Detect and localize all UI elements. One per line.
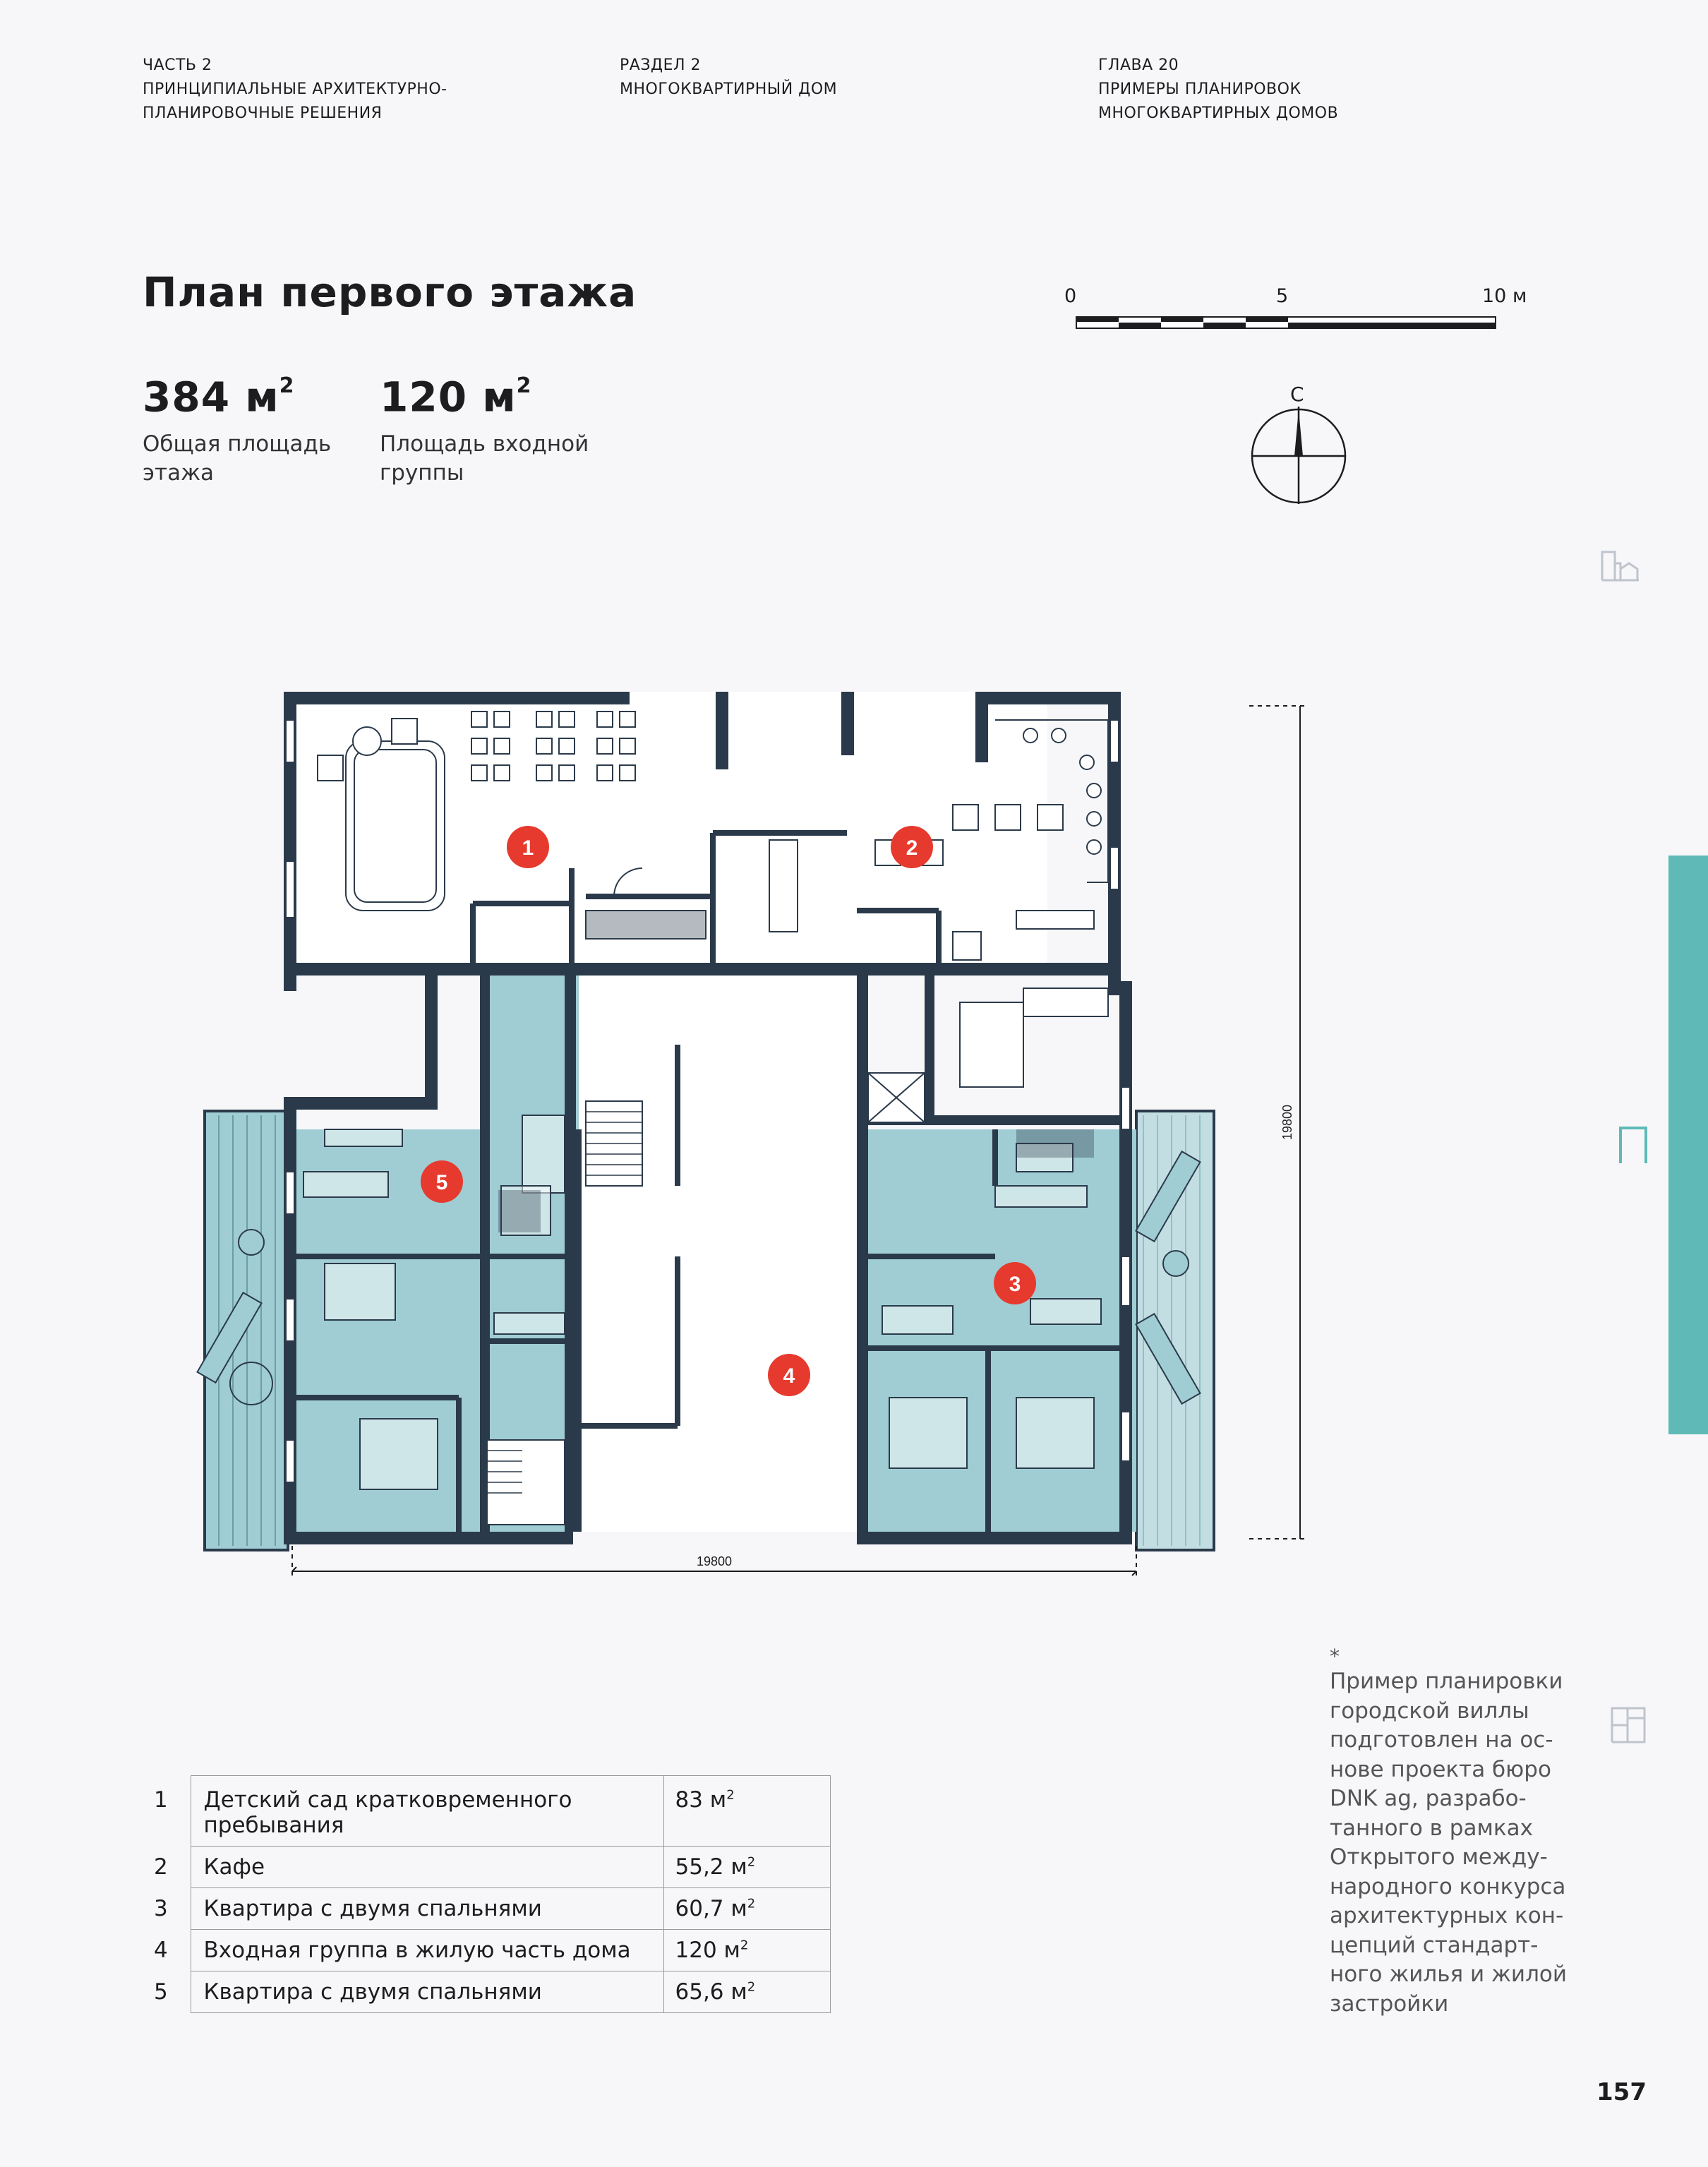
walls xyxy=(284,692,1132,1544)
building-icon xyxy=(1601,551,1639,582)
footnote-line: DNK ag, разрабо- xyxy=(1330,1786,1527,1811)
dimension-height: 19800 xyxy=(1280,1105,1294,1140)
part-title-line-2: ПЛАНИРОВОЧНЫЕ РЕШЕНИЯ xyxy=(143,104,383,122)
legend-row: 2 Кафе 55,2 м2 xyxy=(143,1846,831,1888)
section-title: МНОГОКВАРТИРНЫЙ ДОМ xyxy=(620,80,838,98)
legend-name: Квартира с двумя спальнями xyxy=(190,1971,664,2013)
footnote-line: подготовлен на ос- xyxy=(1330,1727,1553,1753)
legend-row: 4 Входная группа в жилую часть дома 120 … xyxy=(143,1929,831,1971)
apartment-5-area xyxy=(287,974,579,1532)
cafe-furniture xyxy=(874,719,1109,1088)
room-marker-4: 4 xyxy=(768,1354,810,1396)
interior-walls xyxy=(296,830,1119,1532)
footnote: * Пример планировки городской виллы подг… xyxy=(1330,1646,1640,2019)
legend-num: 2 xyxy=(154,1854,168,1880)
apartment-furniture xyxy=(303,1115,1102,1490)
chapter-side-tab xyxy=(1668,856,1708,1434)
header-part: ЧАСТЬ 2 ПРИНЦИПИАЛЬНЫЕ АРХИТЕКТУРНО- ПЛА… xyxy=(143,54,447,126)
footnote-line: цепций стандарт- xyxy=(1330,1932,1539,1958)
legend-name: Входная группа в жилую часть дома xyxy=(190,1929,664,1971)
footnote-line: танного в рамках xyxy=(1330,1815,1533,1841)
header-section: РАЗДЕЛ 2 МНОГОКВАРТИРНЫЙ ДОМ xyxy=(620,54,837,102)
svg-text:3: 3 xyxy=(1009,1273,1021,1296)
page-title: План первого этажа xyxy=(143,268,637,316)
footnote-star: * xyxy=(1330,1645,1340,1668)
section-marker-icon xyxy=(1619,1127,1647,1163)
dimension-lines xyxy=(291,705,1304,1576)
svg-text:1: 1 xyxy=(522,836,534,860)
section-label: РАЗДЕЛ 2 xyxy=(620,56,702,74)
kindergarten-furniture xyxy=(317,711,798,940)
stairs xyxy=(486,1072,925,1525)
legend-name: Кафе xyxy=(190,1846,664,1888)
dimension-width: 19800 xyxy=(697,1554,732,1568)
balcony-furniture xyxy=(196,1150,1201,1405)
legend-area: 55,2 м2 xyxy=(663,1846,831,1888)
entrance-area xyxy=(579,974,857,1532)
floor-plan: 1 2 3 4 5 19800 19800 xyxy=(196,692,1304,1576)
scale-label-start: 0 xyxy=(1064,285,1077,307)
legend-name: Квартира с двумя спальнями xyxy=(190,1887,664,1930)
svg-text:2: 2 xyxy=(906,836,918,860)
room-marker-3: 3 xyxy=(994,1262,1036,1304)
legend-num: 4 xyxy=(154,1938,168,1963)
footnote-line: нове проекта бюро xyxy=(1330,1756,1551,1782)
svg-text:5: 5 xyxy=(436,1171,448,1194)
compass-north-label: С xyxy=(1290,383,1304,406)
chapter-label: ГЛАВА 20 xyxy=(1098,56,1179,74)
room-marker-5: 5 xyxy=(421,1160,463,1203)
footnote-line: Открытого между- xyxy=(1330,1844,1548,1870)
chapter-title-line-1: ПРИМЕРЫ ПЛАНИРОВОК xyxy=(1098,80,1301,98)
legend-row: 3 Квартира с двумя спальнями 60,7 м2 xyxy=(143,1887,831,1930)
kitchen-blocks xyxy=(498,911,1094,1232)
room-marker-1: 1 xyxy=(507,826,549,868)
room-marker-2: 2 xyxy=(891,826,933,868)
legend-num: 5 xyxy=(154,1979,168,2005)
floorplan-icon xyxy=(1611,1707,1646,1743)
page-number: 157 xyxy=(1596,2078,1647,2106)
scale-bar xyxy=(1076,316,1496,329)
part-label: ЧАСТЬ 2 xyxy=(143,56,212,74)
compass-icon xyxy=(1251,407,1347,504)
legend-row: 5 Квартира с двумя спальнями 65,6 м2 xyxy=(143,1971,831,2013)
footnote-line: народного конкурса xyxy=(1330,1873,1566,1899)
legend-area: 83 м2 xyxy=(663,1775,831,1847)
chapter-title-line-2: МНОГОКВАРТИРНЫХ ДОМОВ xyxy=(1098,104,1339,122)
footnote-line: ного жилья и жилой xyxy=(1330,1962,1568,1987)
scale-label-mid: 5 xyxy=(1276,285,1289,307)
scale-label-end: 10 м xyxy=(1482,285,1527,307)
footnote-line: городской виллы xyxy=(1330,1698,1529,1724)
legend-area: 65,6 м2 xyxy=(663,1971,831,2013)
stat-value: 384 м2 xyxy=(143,373,295,421)
svg-text:4: 4 xyxy=(783,1364,795,1388)
room-markers: 1 2 3 4 5 xyxy=(421,826,1036,1396)
legend-num: 3 xyxy=(154,1896,168,1921)
stat-value: 120 м2 xyxy=(380,373,532,421)
footnote-line: Пример планировки xyxy=(1330,1669,1563,1694)
legend-area: 120 м2 xyxy=(663,1929,831,1971)
header-chapter: ГЛАВА 20 ПРИМЕРЫ ПЛАНИРОВОК МНОГОКВАРТИР… xyxy=(1098,54,1338,126)
part-title-line-1: ПРИНЦИПИАЛЬНЫЕ АРХИТЕКТУРНО- xyxy=(143,80,447,98)
footnote-line: архитектурных кон- xyxy=(1330,1903,1564,1928)
legend-area: 60,7 м2 xyxy=(663,1887,831,1930)
legend-num: 1 xyxy=(154,1787,168,1813)
footnote-line: застройки xyxy=(1330,1991,1449,2017)
